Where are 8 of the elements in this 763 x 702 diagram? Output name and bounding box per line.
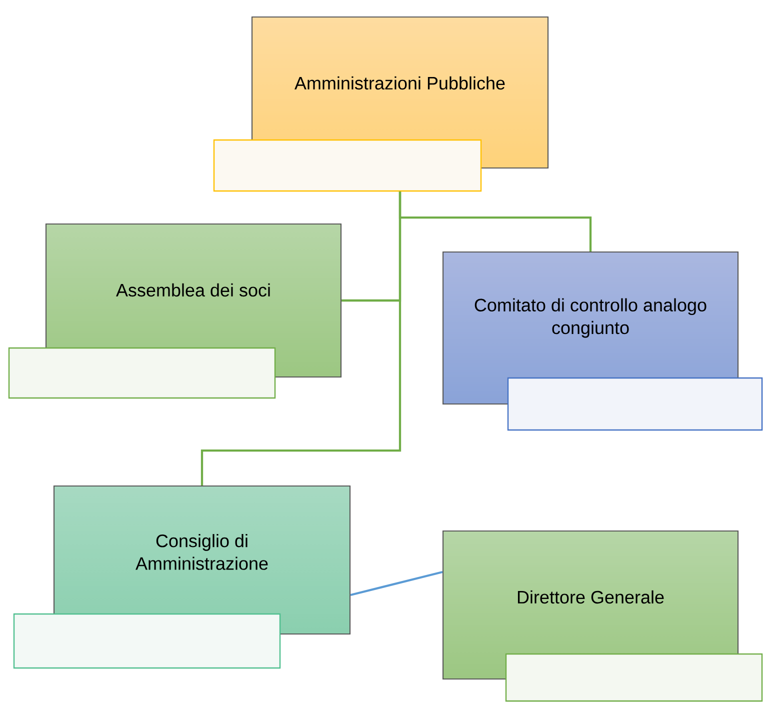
blank-label-box [507, 377, 763, 431]
blank-label-box [13, 613, 281, 669]
connector-line [200, 192, 402, 486]
org-box: Consiglio di Amministrazione [53, 485, 351, 635]
connector-line [350, 570, 443, 596]
blank-label-box [213, 139, 482, 192]
blank-label-box [8, 347, 276, 399]
blank-label-box [505, 653, 763, 702]
